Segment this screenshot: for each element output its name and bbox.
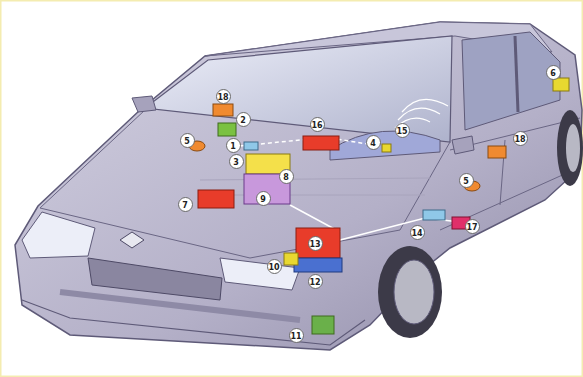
hood-line: [40, 110, 145, 208]
side-window: [462, 32, 560, 130]
callout-number: 5: [180, 133, 195, 148]
door-pillar: [515, 36, 518, 112]
module-box: [284, 253, 298, 265]
module-box: [198, 190, 234, 208]
callout-number: 8: [279, 169, 294, 184]
wiring: [340, 218, 460, 240]
module-box: [303, 136, 339, 150]
signal-wave: [402, 99, 448, 112]
callout-number: 18: [216, 89, 231, 104]
module-box: [294, 258, 342, 272]
dashboard: [330, 131, 440, 160]
module-box: [296, 228, 340, 258]
grille: [88, 258, 222, 300]
bumper-strip: [60, 292, 300, 320]
front-wheel: [378, 246, 442, 338]
module-box: [218, 123, 236, 136]
windshield: [145, 36, 452, 142]
callout-number: 17: [465, 219, 480, 234]
module-box: [488, 146, 506, 158]
wheel-rim: [394, 260, 434, 324]
mirror: [452, 136, 474, 154]
callout-number: 16: [310, 117, 325, 132]
callout-number: 10: [267, 259, 282, 274]
module-box: [244, 142, 258, 150]
callout-number: 15: [395, 123, 410, 138]
mirror: [132, 96, 156, 112]
callout-number: 14: [410, 225, 425, 240]
emblem: [120, 232, 144, 248]
rear-wheel: [557, 110, 583, 186]
callout-number: 6: [546, 65, 561, 80]
headlight: [22, 212, 95, 258]
callout-number: 11: [289, 328, 304, 343]
callout-number: 7: [178, 197, 193, 212]
module-box: [382, 144, 391, 152]
callout-number: 4: [366, 135, 381, 150]
callout-number: 3: [229, 154, 244, 169]
module-box: [213, 104, 233, 116]
callout-number: 12: [308, 274, 323, 289]
wheel-rim: [566, 124, 580, 172]
callout-number: 1: [226, 138, 241, 153]
car-body: [15, 22, 582, 350]
callout-number: 5: [459, 173, 474, 188]
module-box: [423, 210, 445, 220]
hood-crease: [200, 178, 430, 180]
module-box: [553, 78, 569, 91]
callout-number: 13: [308, 236, 323, 251]
module-box: [312, 316, 334, 334]
sill-line: [440, 168, 578, 230]
callout-number: 18: [513, 131, 528, 146]
callout-number: 2: [236, 112, 251, 127]
callout-number: 9: [256, 191, 271, 206]
